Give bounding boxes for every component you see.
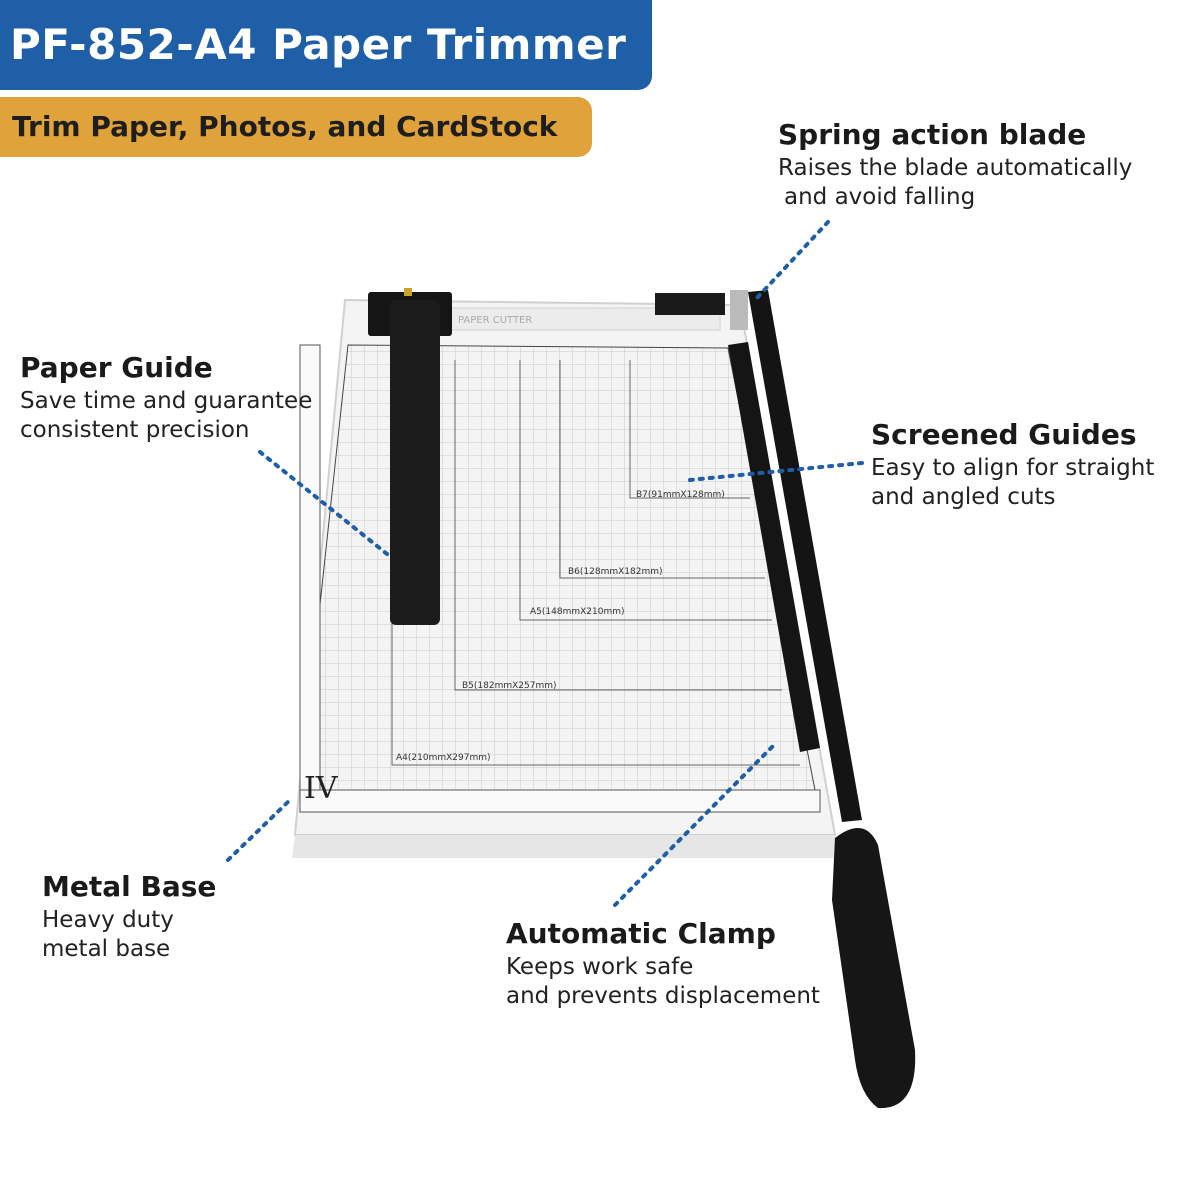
callout-text: and angled cuts bbox=[871, 484, 1056, 510]
spring-action-blade bbox=[730, 290, 862, 822]
automatic-clamp bbox=[655, 293, 820, 752]
callout-text: and prevents displacement bbox=[506, 983, 820, 1009]
model-mark: IV bbox=[304, 771, 339, 806]
callout-automatic-clamp: Automatic Clamp Keeps work safe and prev… bbox=[506, 917, 820, 1011]
size-label-a5: A5(148mmX210mm) bbox=[530, 607, 625, 617]
callout-paper-guide: Paper Guide Save time and guarantee cons… bbox=[20, 351, 312, 445]
callout-metal-base: Metal Base Heavy duty metal base bbox=[42, 870, 216, 964]
callout-heading: Paper Guide bbox=[20, 351, 213, 384]
callout-text: metal base bbox=[42, 936, 171, 962]
callout-text: Keeps work safe bbox=[506, 954, 694, 980]
callout-text: Heavy duty bbox=[42, 907, 174, 933]
size-label-b7: B7(91mmX128mm) bbox=[636, 490, 725, 500]
callout-heading: Spring action blade bbox=[778, 118, 1087, 151]
blade-handle bbox=[832, 828, 916, 1109]
callout-heading: Metal Base bbox=[42, 870, 217, 903]
callout-screened-guides: Screened Guides Easy to align for straig… bbox=[871, 418, 1154, 512]
product-title: PF-852-A4 Paper Trimmer bbox=[10, 20, 627, 69]
callout-leader-lines bbox=[226, 220, 864, 907]
bottom-ruler bbox=[299, 789, 821, 813]
callout-text: Save time and guarantee bbox=[20, 388, 313, 414]
callout-text: and avoid falling bbox=[784, 184, 976, 210]
paper-guide bbox=[368, 288, 452, 625]
size-label-b6: B6(128mmX182mm) bbox=[568, 567, 663, 577]
callout-text: Raises the blade automatically bbox=[778, 155, 1133, 181]
size-label-a4: A4(210mmX297mm) bbox=[396, 753, 491, 763]
product-subtitle: Trim Paper, Photos, and CardStock bbox=[12, 110, 558, 143]
callout-text: consistent precision bbox=[20, 417, 250, 443]
size-label-b5: B5(182mmX257mm) bbox=[462, 681, 557, 691]
brand-text: PAPER CUTTER bbox=[458, 315, 532, 326]
title-banner: PF-852-A4 Paper Trimmer bbox=[0, 0, 652, 90]
callout-heading: Automatic Clamp bbox=[506, 917, 776, 950]
callout-heading: Screened Guides bbox=[871, 418, 1137, 451]
callout-spring-blade: Spring action blade Raises the blade aut… bbox=[778, 118, 1132, 212]
subtitle-banner: Trim Paper, Photos, and CardStock bbox=[0, 97, 592, 157]
callout-text: Easy to align for straight bbox=[871, 455, 1155, 481]
